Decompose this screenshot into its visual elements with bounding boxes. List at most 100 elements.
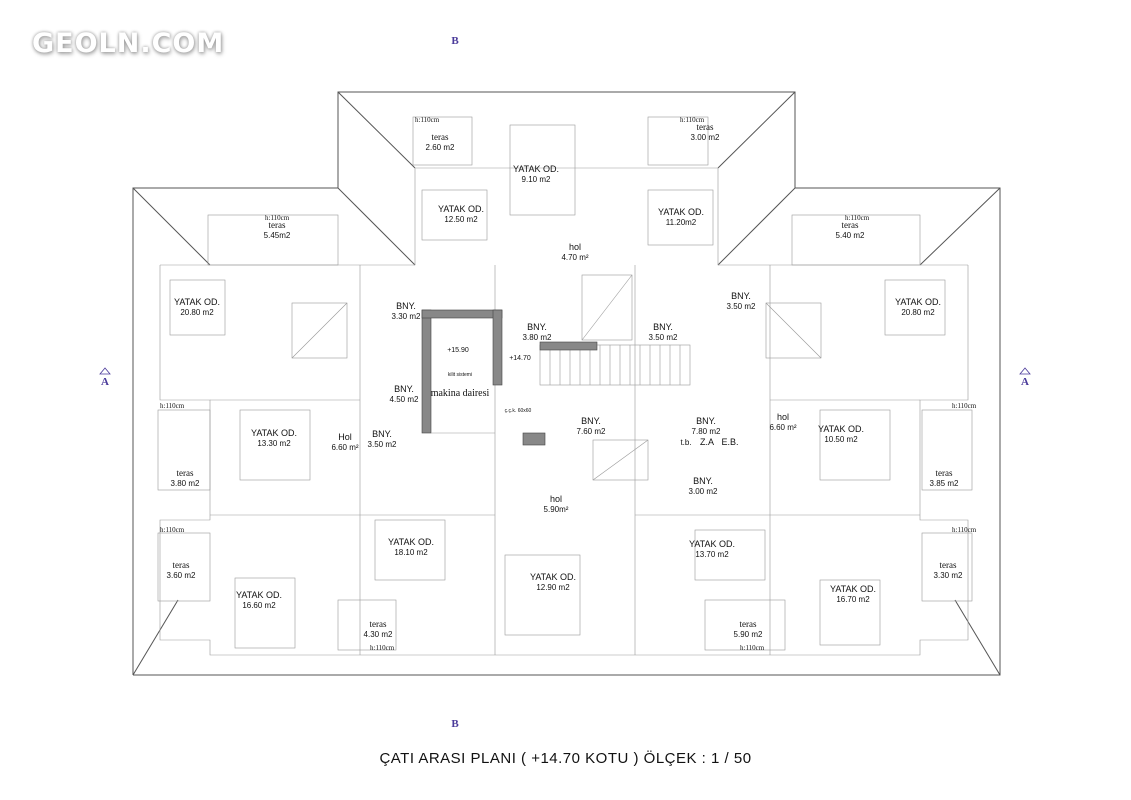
- elevation-machine-room: +15.90: [447, 347, 469, 354]
- room-label: YATAK OD.13.30 m2: [251, 428, 297, 448]
- room-name: YATAK OD.: [236, 590, 282, 600]
- room-name: YATAK OD.: [251, 428, 297, 438]
- room-area: 3.85 m2: [930, 479, 959, 488]
- interior-walls: [157, 116, 973, 656]
- room-area: 10.50 m2: [824, 435, 858, 444]
- room-label: YATAK OD.16.60 m2: [236, 590, 282, 610]
- service-eb: E.B.: [721, 437, 738, 447]
- room-name: YATAK OD.: [830, 584, 876, 594]
- room-name: BNY.: [372, 429, 392, 439]
- room-label: YATAK OD.12.50 m2: [438, 204, 484, 224]
- shaft-label: ç.ç.k. 60x60: [505, 408, 532, 414]
- room-area: 3.50 m2: [727, 302, 756, 311]
- room-label: YATAK OD.10.50 m2: [818, 424, 864, 444]
- room-label: YATAK OD.20.80 m2: [174, 297, 220, 317]
- room-name: teras: [173, 560, 190, 570]
- room-area: 11.20m2: [666, 218, 697, 227]
- room-area: 3.00 m2: [689, 487, 718, 496]
- room-area: 7.60 m2: [577, 427, 606, 436]
- room-area: 5.90m²: [544, 505, 569, 514]
- room-name: BNY.: [394, 384, 414, 394]
- room-area: 3.80 m2: [171, 479, 200, 488]
- room-area: 16.70 m2: [836, 595, 870, 604]
- railing-height: h:110cm: [265, 214, 290, 222]
- room-name: teras: [740, 619, 757, 629]
- room-name: YATAK OD.: [530, 572, 576, 582]
- machine-room-label: makina dairesi: [431, 388, 490, 399]
- room-label: YATAK OD.20.80 m2: [895, 297, 941, 317]
- railing-height: h:110cm: [845, 214, 870, 222]
- service-za: Z.A: [700, 437, 714, 447]
- section-arrow-icon: [1019, 367, 1031, 375]
- room-name: teras: [940, 560, 957, 570]
- railing-height: h:110cm: [160, 402, 185, 410]
- room-area: 4.50 m2: [390, 395, 419, 404]
- room-name: teras: [697, 122, 714, 132]
- room-name: YATAK OD.: [438, 204, 484, 214]
- room-area: 4.70 m²: [561, 253, 588, 262]
- roof-outline: [132, 91, 1001, 676]
- machine-room-walls: [421, 309, 598, 446]
- room-area: 6.60 m²: [331, 443, 358, 452]
- room-area: 3.30 m2: [392, 312, 421, 321]
- room-name: teras: [177, 468, 194, 478]
- room-name: YATAK OD.: [818, 424, 864, 434]
- room-area: 3.50 m2: [649, 333, 678, 342]
- railing-height: h:110cm: [680, 116, 705, 124]
- room-name: YATAK OD.: [174, 297, 220, 307]
- room-name: teras: [432, 132, 449, 142]
- room-label: BNY.3.50 m2: [649, 322, 678, 342]
- room-name: teras: [269, 220, 286, 230]
- room-area: 3.50 m2: [368, 440, 397, 449]
- room-label: YATAK OD.11.20m2: [658, 207, 704, 227]
- room-area: 4.30 m2: [364, 630, 393, 639]
- room-name: YATAK OD.: [388, 537, 434, 547]
- staircase: [291, 274, 822, 481]
- room-area: 9.10 m2: [522, 175, 551, 184]
- room-label: BNY.3.00 m2: [689, 476, 718, 496]
- railing-height: h:110cm: [740, 644, 765, 652]
- room-area: 5.45m2: [264, 231, 291, 240]
- room-label: BNY.3.50 m2: [368, 429, 397, 449]
- watermark-logo: GEOLN.COM: [32, 28, 225, 59]
- room-name: BNY.: [527, 322, 547, 332]
- room-name: hol: [550, 494, 562, 504]
- room-area: 3.30 m2: [934, 571, 963, 580]
- room-name: BNY.: [653, 322, 673, 332]
- machine-room-sub: kilit sistemi: [448, 372, 472, 378]
- room-area: 7.80 m2: [692, 427, 721, 436]
- room-area: 3.80 m2: [523, 333, 552, 342]
- room-label: BNY.3.50 m2: [727, 291, 756, 311]
- room-name: teras: [370, 619, 387, 629]
- room-area: 5.40 m2: [836, 231, 865, 240]
- room-name: hol: [569, 242, 581, 252]
- service-tb: t.b.: [680, 438, 691, 447]
- room-label: BNY.3.30 m2: [392, 301, 421, 321]
- room-area: 13.30 m2: [257, 439, 291, 448]
- room-name: BNY.: [396, 301, 416, 311]
- railing-height: h:110cm: [370, 644, 395, 652]
- room-label: YATAK OD.16.70 m2: [830, 584, 876, 604]
- room-label: BNY.4.50 m2: [390, 384, 419, 404]
- room-area: 6.60 m²: [769, 423, 796, 432]
- section-marker-left: A: [101, 376, 109, 388]
- room-area: 3.60 m2: [167, 571, 196, 580]
- section-marker-right: A: [1021, 376, 1029, 388]
- room-area: 12.90 m2: [536, 583, 570, 592]
- room-label: YATAK OD.13.70 m2: [689, 539, 735, 559]
- room-area: 3.00 m2: [691, 133, 720, 142]
- room-name: YATAK OD.: [689, 539, 735, 549]
- drawing-title: ÇATI ARASI PLANI ( +14.70 KOTU ) ÖLÇEK :…: [379, 750, 752, 767]
- railing-height: h:110cm: [952, 402, 977, 410]
